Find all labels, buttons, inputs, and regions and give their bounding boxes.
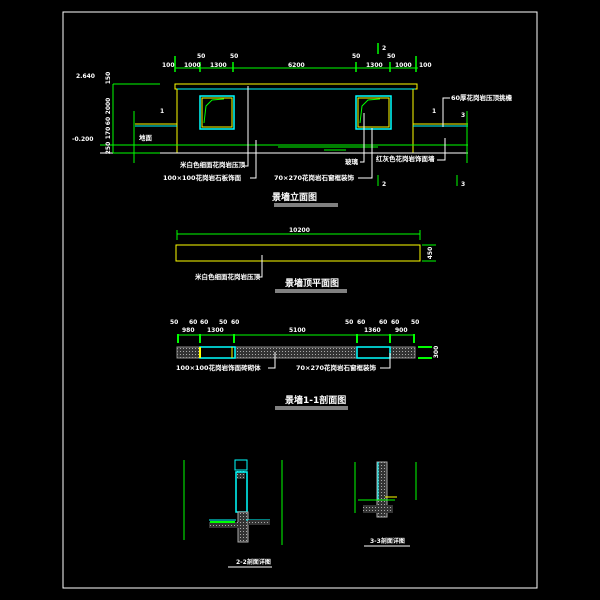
detail-base — [363, 505, 393, 513]
elevation-view: 100 1000 50 1300 50 6200 50 1300 50 1000… — [72, 43, 513, 207]
level-top: 2.640 — [76, 73, 95, 80]
wall-cap — [174, 83, 418, 90]
dim-text: 50 — [411, 319, 419, 326]
dim-text: 60 — [357, 319, 365, 326]
dim-text: 900 — [395, 327, 408, 334]
dim-text: 60 — [189, 319, 197, 326]
label-wall: 红灰色花岗岩饰面墙 — [376, 154, 435, 163]
dim-text: 50 — [197, 53, 205, 60]
side-dim: 170 — [105, 127, 112, 140]
dim-text: 50 — [345, 319, 353, 326]
title-plan: 景墙顶平面图 — [285, 277, 339, 289]
detail-left: 2-2剖面详图 — [183, 459, 283, 568]
section-view: 50 60 60 50 60 50 60 60 60 50 980 1300 5… — [170, 319, 440, 410]
dim-text: 50 — [170, 319, 178, 326]
label-right: 60厚花岗岩压顶挑檐 — [451, 93, 513, 102]
detail-base — [209, 522, 239, 528]
detail-pave — [248, 520, 270, 525]
dim-text: 1300 — [210, 62, 227, 69]
dim-text: 60 — [391, 319, 399, 326]
detail-wall — [376, 461, 388, 518]
dim-text: 1000 — [395, 62, 412, 69]
detail-left-title: 2-2剖面详图 — [236, 558, 271, 566]
dim-text: 60 — [379, 319, 387, 326]
title-elevation: 景墙立面图 — [272, 191, 317, 203]
dim-text: 10200 — [289, 227, 310, 234]
leader-line — [268, 352, 276, 369]
dim-text: 60 — [231, 319, 239, 326]
leader-line — [380, 353, 391, 369]
label-glass: 玻璃 — [345, 157, 359, 166]
dim-text: 980 — [182, 327, 195, 334]
leader-line — [360, 113, 365, 163]
detail-cap — [234, 459, 248, 471]
window-right-frame — [357, 97, 390, 128]
drawing-frame — [62, 11, 538, 589]
label-ground: 地面 — [139, 133, 153, 142]
dim-text: 60 — [200, 319, 208, 326]
dim-text: 1000 — [184, 62, 201, 69]
section-wall — [176, 346, 416, 359]
leader-line — [256, 255, 263, 278]
section-mark: 1 — [160, 108, 164, 115]
section-mark: 3 — [461, 181, 465, 188]
dim-text: 100 — [162, 62, 175, 69]
section-window-right — [356, 346, 391, 359]
section-window-left — [199, 346, 236, 359]
section-mark: 3 — [461, 112, 465, 119]
leader-line — [358, 128, 373, 179]
level-bottom: -0.200 — [72, 136, 93, 143]
window-glass-mark — [203, 98, 225, 124]
window-right — [355, 95, 392, 130]
window-glass-mark — [359, 98, 381, 124]
label-cap: 米白色细面花岗岩压顶 — [180, 160, 246, 169]
dim-text: 6200 — [288, 62, 305, 69]
dim-text: 50 — [219, 319, 227, 326]
dim-text: 50 — [230, 53, 238, 60]
detail-right-title: 3-3剖面详图 — [370, 537, 405, 545]
dim-text: 50 — [352, 53, 360, 60]
dim-text: 300 — [433, 346, 440, 359]
leader-line — [243, 86, 249, 167]
label-plan: 米白色细面花岗岩压顶 — [195, 272, 261, 281]
detail-cap-fill — [237, 471, 245, 479]
window-left-frame — [201, 97, 233, 128]
dim-text: 450 — [427, 247, 434, 260]
label-section-left: 100×100花岗岩饰面砖砌体 — [176, 363, 261, 372]
side-dim: 60 — [105, 117, 112, 125]
section-mark: 2 — [382, 181, 386, 188]
plan-cap — [175, 244, 421, 262]
window-left — [199, 95, 235, 130]
side-dim: 150 — [105, 72, 112, 85]
dim-text: 1300 — [207, 327, 224, 334]
section-mark: 1 — [432, 108, 436, 115]
detail-right: 3-3剖面详图 — [354, 461, 417, 547]
plan-view: 10200 450 米白色细面花岗岩压顶 景墙顶平面图 — [175, 227, 436, 293]
dim-text: 100 — [419, 62, 432, 69]
label-panel: 100×100花岗岩石板饰面 — [163, 173, 242, 182]
label-section-right: 70×270花岗岩石窗框装饰 — [296, 363, 377, 372]
leader-line — [250, 140, 257, 179]
dim-text: 5100 — [289, 327, 306, 334]
leader-line — [442, 97, 450, 127]
dim-text: 50 — [387, 53, 395, 60]
detail-footing — [237, 511, 249, 543]
label-frame: 70×270花岗岩石窗框装饰 — [274, 173, 355, 182]
title-section: 景墙1-1剖面图 — [285, 394, 346, 406]
side-dim: 250 — [105, 142, 112, 155]
dim-text: 1300 — [366, 62, 383, 69]
side-dim: 2000 — [105, 98, 112, 115]
leader-line — [437, 138, 446, 161]
dim-text: 1360 — [364, 327, 381, 334]
section-mark: 2 — [382, 45, 386, 52]
